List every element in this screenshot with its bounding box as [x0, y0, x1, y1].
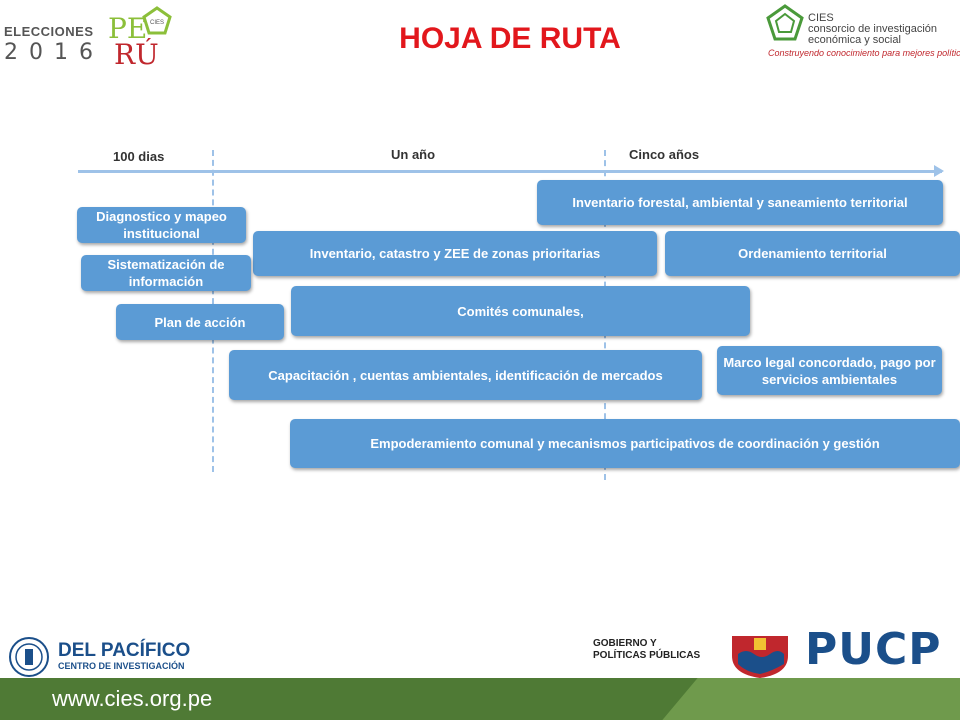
cies-pentagon-icon: [766, 4, 804, 41]
universidad-pacifico-logo: DEL PACÍFICO CENTRO DE INVESTIGACIÓN: [8, 636, 198, 678]
elecciones-peru-logo: ELECCIONES 2016 PE RÚ CIES: [4, 4, 174, 71]
timeline-axis: [78, 170, 942, 173]
gobierno-line2: POLÍTICAS PÚBLICAS: [593, 650, 701, 661]
box-marco-legal: Marco legal concordado, pago por servici…: [717, 346, 942, 395]
cies-tagline: Construyendo conocimiento para mejores p…: [768, 48, 960, 58]
footer-bar: www.cies.org.pe: [0, 678, 960, 720]
box-empoderamiento: Empoderamiento comunal y mecanismos part…: [290, 419, 960, 468]
box-plan-accion: Plan de acción: [116, 304, 284, 340]
elecciones-word: ELECCIONES: [4, 24, 94, 39]
page-title: HOJA DE RUTA: [399, 22, 621, 55]
cies-name: CIES: [808, 12, 834, 24]
logo-ru: RÚ: [114, 38, 159, 71]
phase-cinco-anos: Cinco años: [629, 147, 700, 162]
box-sistematizacion: Sistematización de información: [81, 255, 251, 291]
pucp-logo: PUCP: [805, 624, 942, 675]
cies-line1: consorcio de investigación: [808, 23, 938, 35]
cies-line2: económica y social: [808, 34, 901, 46]
box-comites: Comités comunales,: [291, 286, 750, 336]
gobierno-line1: GOBIERNO Y: [593, 638, 657, 649]
svg-text:CIES: CIES: [150, 20, 164, 26]
cies-badge-icon: CIES: [142, 6, 172, 35]
elecciones-year: 2016: [4, 40, 104, 65]
phase-100-dias: 100 dias: [113, 149, 165, 164]
box-inventario-catastro: Inventario, catastro y ZEE de zonas prio…: [253, 231, 657, 276]
cies-logo: CIES consorcio de investigación económic…: [766, 4, 960, 64]
pacifico-name: DEL PACÍFICO: [58, 640, 191, 661]
box-ordenamiento: Ordenamiento territorial: [665, 231, 960, 276]
box-inventario-forestal: Inventario forestal, ambiental y saneami…: [537, 180, 943, 225]
footer-stripe: [662, 678, 960, 720]
gobierno-label: GOBIERNO Y POLÍTICAS PÚBLICAS: [593, 638, 700, 662]
pacifico-sub: CENTRO DE INVESTIGACIÓN: [58, 661, 185, 671]
pacifico-seal-icon: [9, 637, 49, 677]
phase-un-ano: Un año: [391, 147, 436, 162]
timeline-arrow-icon: [934, 165, 944, 177]
box-diagnostico: Diagnostico y mapeo institucional: [77, 207, 246, 243]
pucp-crest-icon: [724, 632, 796, 678]
box-capacitacion: Capacitación , cuentas ambientales, iden…: [229, 350, 702, 400]
logo-pe: PE: [108, 12, 148, 45]
footer-url[interactable]: www.cies.org.pe: [52, 686, 213, 711]
